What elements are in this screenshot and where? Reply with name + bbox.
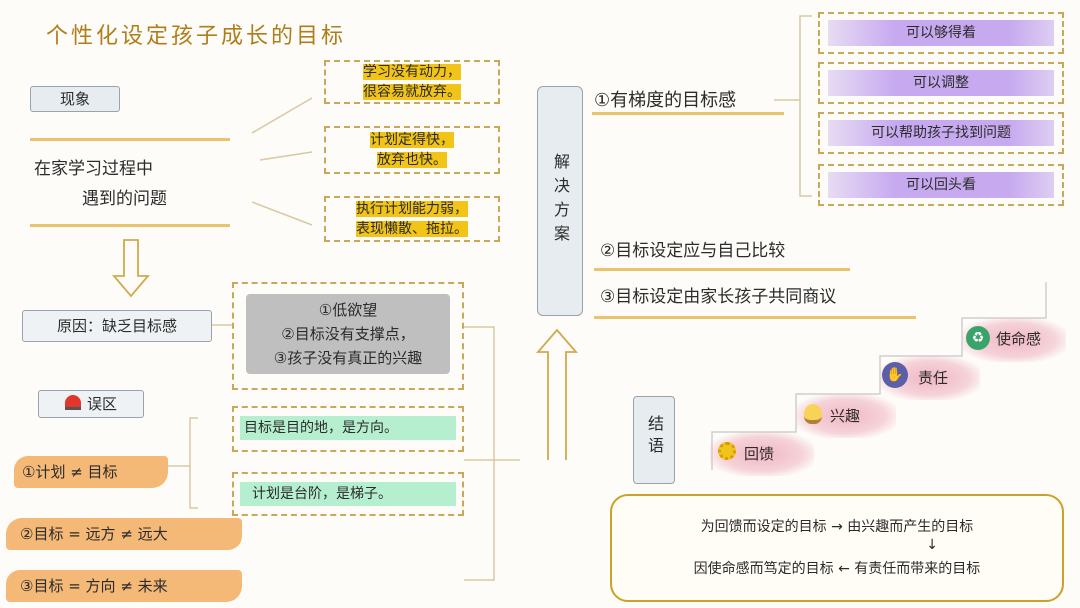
cause-item: ①低欲望 (318, 301, 378, 319)
misconceptions-label: 误区 (86, 395, 117, 413)
siren-icon (64, 395, 81, 410)
step-responsibility: ✋ 责任 (880, 356, 980, 400)
cause-card: ①低欲望 ②目标没有支撑点， ③孩子没有真正的兴趣 (232, 282, 464, 390)
issue-text: 计划定得快， (370, 132, 454, 148)
solution-label: 解决方案 (551, 153, 570, 249)
feature-card: 可以帮助孩子找到问题 (818, 112, 1064, 154)
issue-text: 表现懒散、拖拉。 (356, 221, 468, 237)
conclusion-line-1: 为回馈而设定的目标 → 由兴趣而产生的目标 (700, 519, 974, 535)
misconception-item: ③目标 = 方向 ≠ 未来 (6, 570, 242, 602)
divider (30, 138, 230, 141)
recycle-icon: ♻ (966, 326, 990, 350)
step-mission: ♻ 使命感 (962, 318, 1066, 362)
issue-card: 学习没有动力， 很容易就放弃。 (324, 60, 500, 104)
issue-text: 执行计划能力弱， (356, 201, 468, 217)
problem-text-line2: 遇到的问题 (82, 189, 167, 209)
conclusion-down-arrow: ↓ (926, 537, 938, 553)
solution-point-3: ③目标设定由家长孩子共同商议 (600, 287, 837, 307)
divider (594, 268, 850, 271)
feature-card: 可以回头看 (818, 164, 1064, 206)
misconception-item: ②目标 = 远方 ≠ 远大 (6, 518, 242, 550)
feature-text: 可以够得着 (828, 20, 1054, 46)
divider (594, 316, 916, 319)
misconceptions-tag: 误区 (38, 390, 144, 418)
step-feedback: 回馈 (710, 432, 814, 476)
cause-item: ②目标没有支撑点， (281, 325, 415, 343)
solution-point-2: ②目标设定应与自己比较 (600, 241, 786, 261)
step-label: 兴趣 (830, 407, 861, 425)
divider (30, 224, 230, 227)
issue-card: 执行计划能力弱， 表现懒散、拖拉。 (324, 196, 500, 242)
lightbulb-icon (804, 404, 822, 424)
note-text: 计划是台阶，是梯子。 (240, 482, 456, 506)
note-text: 目标是目的地，是方向。 (240, 416, 456, 440)
issue-text: 学习没有动力， (363, 64, 461, 80)
conclusion-label: 结语 (645, 415, 664, 459)
note-card: 目标是目的地，是方向。 (232, 406, 464, 452)
feature-text: 可以调整 (828, 70, 1054, 96)
problem-text-line1: 在家学习过程中 (34, 159, 153, 179)
feature-text: 可以回头看 (828, 172, 1054, 198)
cause-label: 原因：缺乏目标感 (22, 310, 212, 342)
divider (592, 112, 784, 115)
step-interest: 兴趣 (796, 394, 896, 438)
handshake-icon: ✋ (882, 362, 908, 388)
feature-card: 可以调整 (818, 62, 1064, 104)
page-title: 个性化设定孩子成长的目标 (46, 24, 347, 49)
issue-card: 计划定得快， 放弃也快。 (324, 126, 500, 174)
solution-label-box: 解决方案 (537, 86, 583, 316)
feature-card: 可以够得着 (818, 12, 1064, 54)
feature-text: 可以帮助孩子找到问题 (828, 120, 1054, 146)
cause-item: ③孩子没有真正的兴趣 (273, 349, 423, 367)
conclusion-box: 为回馈而设定的目标 → 由兴趣而产生的目标 ↓ 因使命感而笃定的目标 ← 有责任… (610, 494, 1064, 602)
solution-point-1: ①有梯度的目标感 (594, 90, 737, 111)
issue-text: 放弃也快。 (377, 152, 447, 168)
step-label: 责任 (918, 369, 949, 387)
step-label: 使命感 (996, 330, 1042, 348)
conclusion-line-2: 因使命感而笃定的目标 ← 有责任而带来的目标 (693, 561, 981, 577)
phenomenon-tag: 现象 (30, 86, 120, 112)
misconception-item: ①计划 ≠ 目标 (14, 456, 168, 488)
conclusion-label-box: 结语 (633, 396, 675, 484)
note-card: 计划是台阶，是梯子。 (232, 472, 464, 516)
step-label: 回馈 (744, 445, 775, 463)
issue-text: 很容易就放弃。 (363, 84, 461, 100)
gear-icon (718, 442, 736, 460)
